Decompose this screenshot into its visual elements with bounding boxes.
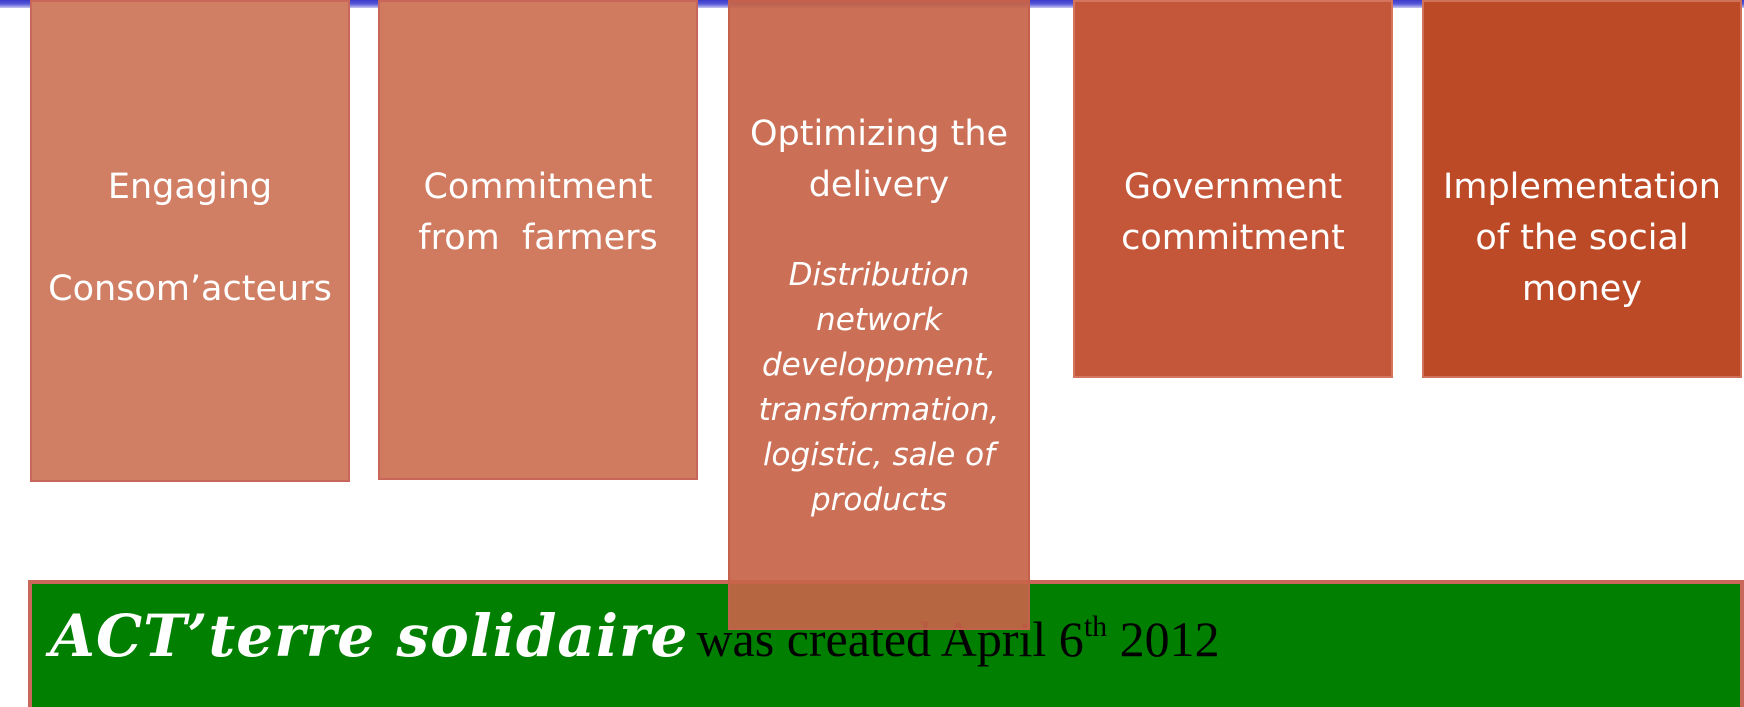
box-text-line: money	[1522, 269, 1642, 309]
box-optimizing-delivery: Optimizing the delivery Distribution net…	[728, 0, 1030, 630]
box-text-line: Consom’acteurs	[48, 269, 332, 309]
box-italic-description: Distribution network developpment, trans…	[759, 253, 1000, 523]
box-text-line: Commitment	[423, 167, 653, 207]
italic-text-line: transformation,	[758, 392, 1000, 428]
italic-text-line: products	[810, 482, 948, 518]
italic-text-line: logistic, sale of	[762, 437, 996, 473]
box-social-money: Implementation of the social money	[1422, 0, 1742, 378]
box-text-line: commitment	[1121, 218, 1345, 258]
box-government-commitment: Government commitment	[1073, 0, 1393, 378]
brand-name: ACT’terre solidaire	[50, 602, 689, 670]
box-commitment-farmers: Commitment from farmers	[378, 0, 698, 480]
box-text-line: delivery	[808, 165, 950, 205]
date-superscript: th	[1083, 610, 1108, 643]
italic-text-line: developpment,	[761, 347, 997, 383]
box-text-line: from farmers	[418, 218, 658, 258]
box-text-line: Engaging	[107, 167, 273, 207]
box-text-line: Optimizing the	[749, 114, 1009, 154]
box-engaging-consomacteurs: Engaging Consom’acteurs	[30, 0, 350, 482]
italic-text-line: network	[816, 302, 942, 338]
box-text-line: Implementation	[1443, 167, 1721, 207]
box-text-line: of the social	[1475, 218, 1689, 258]
creation-year: 2012	[1107, 611, 1220, 667]
box-text-line: Government	[1123, 167, 1343, 207]
italic-text-line: Distribution	[788, 257, 970, 293]
